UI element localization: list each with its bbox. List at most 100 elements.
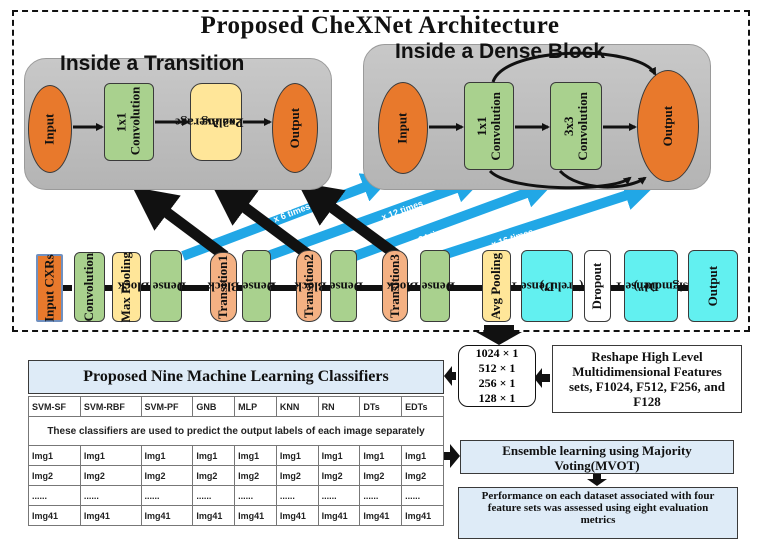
table-cell: Img1	[79, 445, 142, 466]
pipeline-dropout-label: Dropout	[589, 262, 605, 310]
feature-size-1024: 1024 × 1	[475, 346, 519, 360]
dense-conv3-box: 3x3 Convolution	[550, 82, 602, 170]
classifiers-title: Proposed Nine Machine Learning Classifie…	[28, 360, 444, 394]
table-cell: ......	[275, 485, 319, 506]
feature-size-256: 256 × 1	[478, 376, 516, 390]
table-cell: Img2	[234, 465, 277, 486]
transition-arrow-3	[297, 181, 402, 261]
classifier-header: MLP	[234, 396, 277, 417]
classifier-header: KNN	[275, 396, 319, 417]
table-cell: Img2	[401, 465, 444, 486]
reshape-box: Reshape High Level Multidimensional Feat…	[552, 345, 742, 413]
performance-text: Performance on each dataset associated w…	[481, 490, 715, 526]
table-cell: Img41	[234, 505, 277, 526]
table-cell: Img41	[28, 505, 81, 526]
classifier-header: SVM-RBF	[79, 396, 142, 417]
classifier-note-row: These classifiers are used to predict th…	[28, 416, 444, 446]
pipeline-avgpool: Avg Pooling	[482, 250, 511, 322]
table-cell: ......	[140, 485, 194, 506]
classifier-header: SVM-SF	[28, 396, 81, 417]
db1-line2: 1	[177, 279, 184, 295]
table-cell: Img41	[401, 505, 444, 526]
classifier-table: SVM-SF SVM-RBF SVM-PF GNB MLP KNN RN DTs…	[28, 396, 444, 526]
feature-sizes-box: 1024 × 1 512 × 1 256 × 1 128 × 1	[458, 345, 536, 407]
pipeline-transition-2: Transition2	[296, 250, 322, 322]
transition-conv-box: 1x1 Convolution	[104, 83, 154, 161]
table-cell: ......	[359, 485, 403, 506]
reshape-text: Reshape High Level Multidimensional Feat…	[569, 349, 725, 409]
pipeline-maxpool: Max Pooling	[112, 252, 141, 322]
classifier-header: RN	[317, 396, 361, 417]
table-row: Img2 Img2 Img2 Img2 Img2 Img2 Img2 Img2 …	[28, 465, 444, 486]
pipeline-output-label: Output	[704, 265, 720, 307]
transition-input	[28, 85, 72, 173]
table-cell: Img1	[192, 445, 236, 466]
pipeline-dense-relu: Dense 1(“relu”)	[511, 250, 583, 322]
transition-output	[272, 83, 318, 173]
diagram-title: Proposed CheXNet Architecture	[200, 12, 560, 39]
feature-size-128: 128 × 1	[478, 391, 516, 405]
feature-size-512: 512 × 1	[478, 361, 516, 375]
pipeline-dense-relu-label: Dense 1(“relu”)	[511, 264, 583, 308]
table-cell: Img1	[28, 445, 81, 466]
ensemble-box: Ensemble learning using Majority Voting(…	[460, 440, 734, 474]
table-cell: Img1	[234, 445, 277, 466]
table-cell: Img2	[28, 465, 81, 486]
classifier-header: SVM-PF	[140, 396, 194, 417]
table-row: ...... ...... ...... ...... ...... .....…	[28, 485, 444, 506]
dense-panel-title: Inside a Dense Block	[395, 40, 606, 63]
table-cell: ......	[79, 485, 142, 506]
table-cell: Img2	[140, 465, 194, 486]
classifier-header: EDTs	[401, 396, 444, 417]
table-cell: Img41	[140, 505, 194, 526]
table-cell: Img2	[275, 465, 319, 486]
pipeline-output: Output	[688, 250, 738, 322]
table-cell: ......	[401, 485, 444, 506]
table-cell: Img41	[275, 505, 319, 526]
classifier-header: GNB	[192, 396, 236, 417]
table-cell: Img41	[359, 505, 403, 526]
transition-arrow-1	[132, 186, 229, 261]
transition-panel-title: Inside a Transition	[60, 52, 245, 75]
pipeline-transition-1: Transition1	[210, 252, 237, 322]
pipeline-input: Input CXRs	[36, 254, 63, 322]
table-cell: ......	[192, 485, 236, 506]
dense-output	[637, 70, 699, 182]
table-cell: Img1	[359, 445, 403, 466]
table-cell: ......	[234, 485, 277, 506]
table-cell: ......	[28, 485, 81, 506]
table-cell: Img41	[192, 505, 236, 526]
pipeline-transition-3: Transition3	[382, 250, 408, 322]
table-cell: Img41	[317, 505, 361, 526]
dense-conv1-box: 1x1 Convolution	[464, 82, 514, 170]
table-cell: Img2	[359, 465, 403, 486]
table-cell: ......	[317, 485, 361, 506]
table-cell: Img2	[317, 465, 361, 486]
repeat-arrow-16	[438, 181, 655, 261]
dense-relu-line2: (“relu”)	[539, 279, 584, 295]
table-cell: Img41	[79, 505, 142, 526]
architecture-frame	[12, 10, 750, 332]
classifier-header-row: SVM-SF SVM-RBF SVM-PF GNB MLP KNN RN DTs…	[28, 396, 444, 417]
pipeline-conv: Convolution	[74, 252, 105, 322]
pipeline-dense-sigmoid-label: Dense 1(“sigmoid”)	[615, 253, 698, 318]
table-row: Img41 Img41 Img41 Img41 Img41 Img41 Img4…	[28, 505, 444, 526]
transition-arrow-2	[210, 181, 314, 261]
table-row: Img1 Img1 Img1 Img1 Img1 Img1 Img1 Img1 …	[28, 445, 444, 466]
pipeline-conv-label: Convolution	[81, 252, 97, 322]
classifier-header: DTs	[359, 396, 403, 417]
table-cell: Img1	[401, 445, 444, 466]
table-cell: Img2	[192, 465, 236, 486]
dense-input	[378, 82, 428, 174]
table-cell: Img2	[79, 465, 142, 486]
